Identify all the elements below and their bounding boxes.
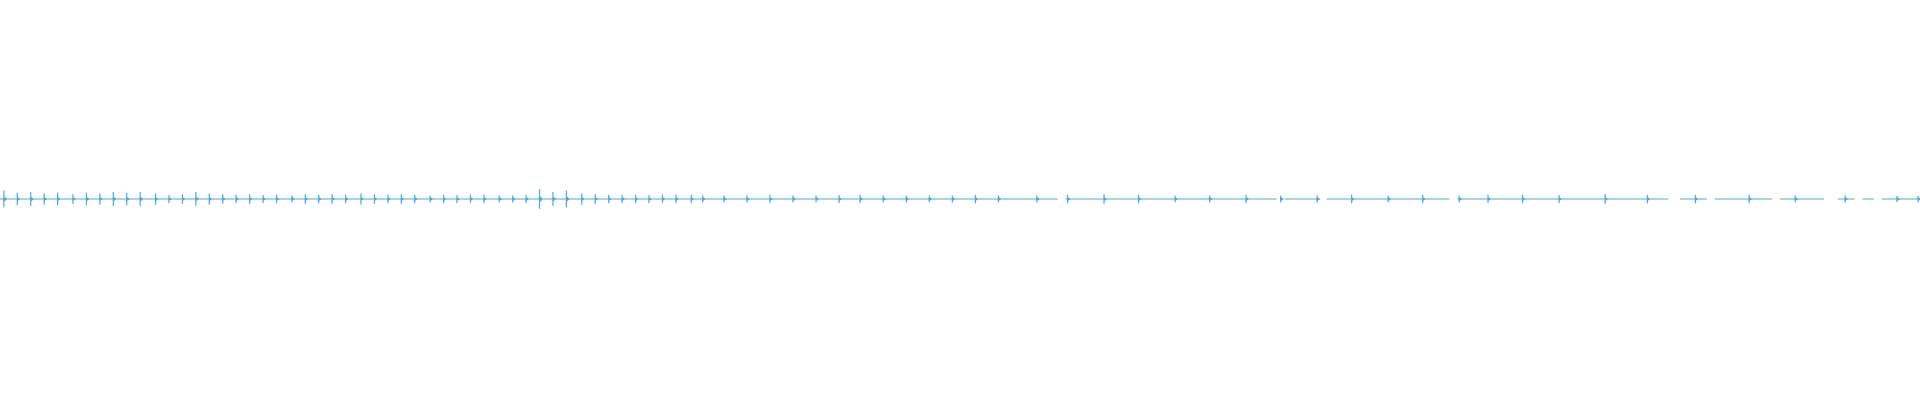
waveform-peak	[373, 194, 378, 204]
waveform-peak	[1487, 194, 1492, 204]
waveform-peak	[690, 194, 695, 204]
waveform-peak	[746, 195, 751, 203]
waveform-peak	[565, 190, 570, 208]
waveform-peak	[1748, 194, 1753, 204]
waveform-peak	[621, 194, 626, 204]
waveform-peak	[208, 193, 213, 205]
waveform-peak	[838, 194, 843, 204]
waveform-peak	[400, 194, 405, 204]
waveform-peak	[648, 194, 653, 204]
waveform-peak	[85, 192, 90, 206]
waveform-peak	[1387, 195, 1392, 203]
waveform-peak	[235, 194, 240, 204]
waveform-peak	[1280, 195, 1285, 203]
waveform-peak	[525, 194, 530, 204]
waveform-peak	[608, 194, 613, 204]
waveform-peak	[1694, 194, 1699, 204]
waveform-peak	[275, 194, 280, 204]
waveform-peak	[1558, 194, 1563, 204]
waveform-peak	[1208, 195, 1214, 203]
waveform-peak	[154, 193, 160, 205]
waveform-peak	[387, 194, 392, 204]
waveform-peak	[469, 194, 474, 204]
waveform-peak	[661, 194, 666, 204]
waveform-peak	[139, 192, 144, 206]
waveform-peak	[1844, 195, 1849, 203]
waveform-peak	[634, 194, 640, 204]
waveform-peak	[512, 195, 517, 203]
waveform-peak	[581, 193, 586, 205]
waveform-peak	[1066, 194, 1072, 204]
waveform-peak	[304, 194, 309, 204]
waveform-peak	[815, 195, 820, 203]
waveform-peak	[16, 192, 21, 206]
waveform-peak	[1137, 194, 1143, 204]
waveform-peak	[483, 194, 488, 204]
waveform-peak	[905, 195, 910, 203]
waveform-peak	[442, 194, 448, 204]
waveform-peak	[928, 195, 933, 203]
waveform-peak	[1646, 194, 1651, 204]
waveform-peak	[222, 194, 227, 204]
waveform-peak	[429, 195, 434, 203]
waveform-peak	[1351, 194, 1356, 204]
waveform-peak	[345, 194, 350, 204]
waveform-peak	[1036, 195, 1041, 203]
waveform-peak	[291, 195, 296, 203]
waveform-peak	[1521, 194, 1527, 204]
waveform-peak	[3, 190, 8, 208]
waveform-peak	[181, 194, 186, 204]
waveform-peak	[702, 195, 707, 203]
waveform-peak	[1422, 194, 1427, 204]
waveform-peak	[594, 194, 599, 204]
waveform-peak	[360, 193, 365, 205]
waveform-peak	[414, 194, 419, 204]
waveform-peak	[1103, 194, 1108, 204]
waveform-peak	[99, 193, 104, 205]
waveform-peak	[72, 194, 77, 204]
waveform-peak	[262, 194, 267, 204]
waveform-peak	[769, 194, 774, 204]
waveform-peak	[1896, 196, 1901, 202]
waveform-peak	[43, 193, 48, 205]
waveform-peak	[1604, 194, 1609, 204]
waveform-peak	[30, 192, 35, 206]
waveform-peak	[552, 192, 557, 206]
waveform-peak	[331, 194, 336, 204]
waveform-peak	[168, 194, 173, 204]
waveform-peak	[974, 194, 979, 204]
waveform-peak	[1794, 195, 1799, 203]
waveform-peak	[112, 192, 117, 206]
waveform-peak	[882, 195, 887, 203]
waveform-peak	[675, 194, 680, 204]
waveform-peak	[1316, 195, 1321, 203]
waveform-peak	[249, 194, 254, 204]
waveform-peak	[723, 195, 728, 203]
waveform-peak	[951, 195, 956, 203]
waveform-peak	[1458, 195, 1463, 203]
waveform-peak	[498, 195, 503, 203]
waveform-peak	[859, 194, 864, 204]
waveform-peak	[1174, 195, 1179, 203]
waveform-peak	[56, 192, 62, 206]
waveform-peak	[456, 194, 461, 204]
waveform-peak	[538, 189, 544, 209]
waveform-peak	[318, 194, 323, 204]
waveform-peak	[1245, 194, 1250, 204]
waveform-peak	[126, 192, 131, 206]
waveform-peak	[195, 192, 200, 206]
waveform-peak	[792, 195, 797, 203]
waveform-peak	[997, 195, 1002, 203]
